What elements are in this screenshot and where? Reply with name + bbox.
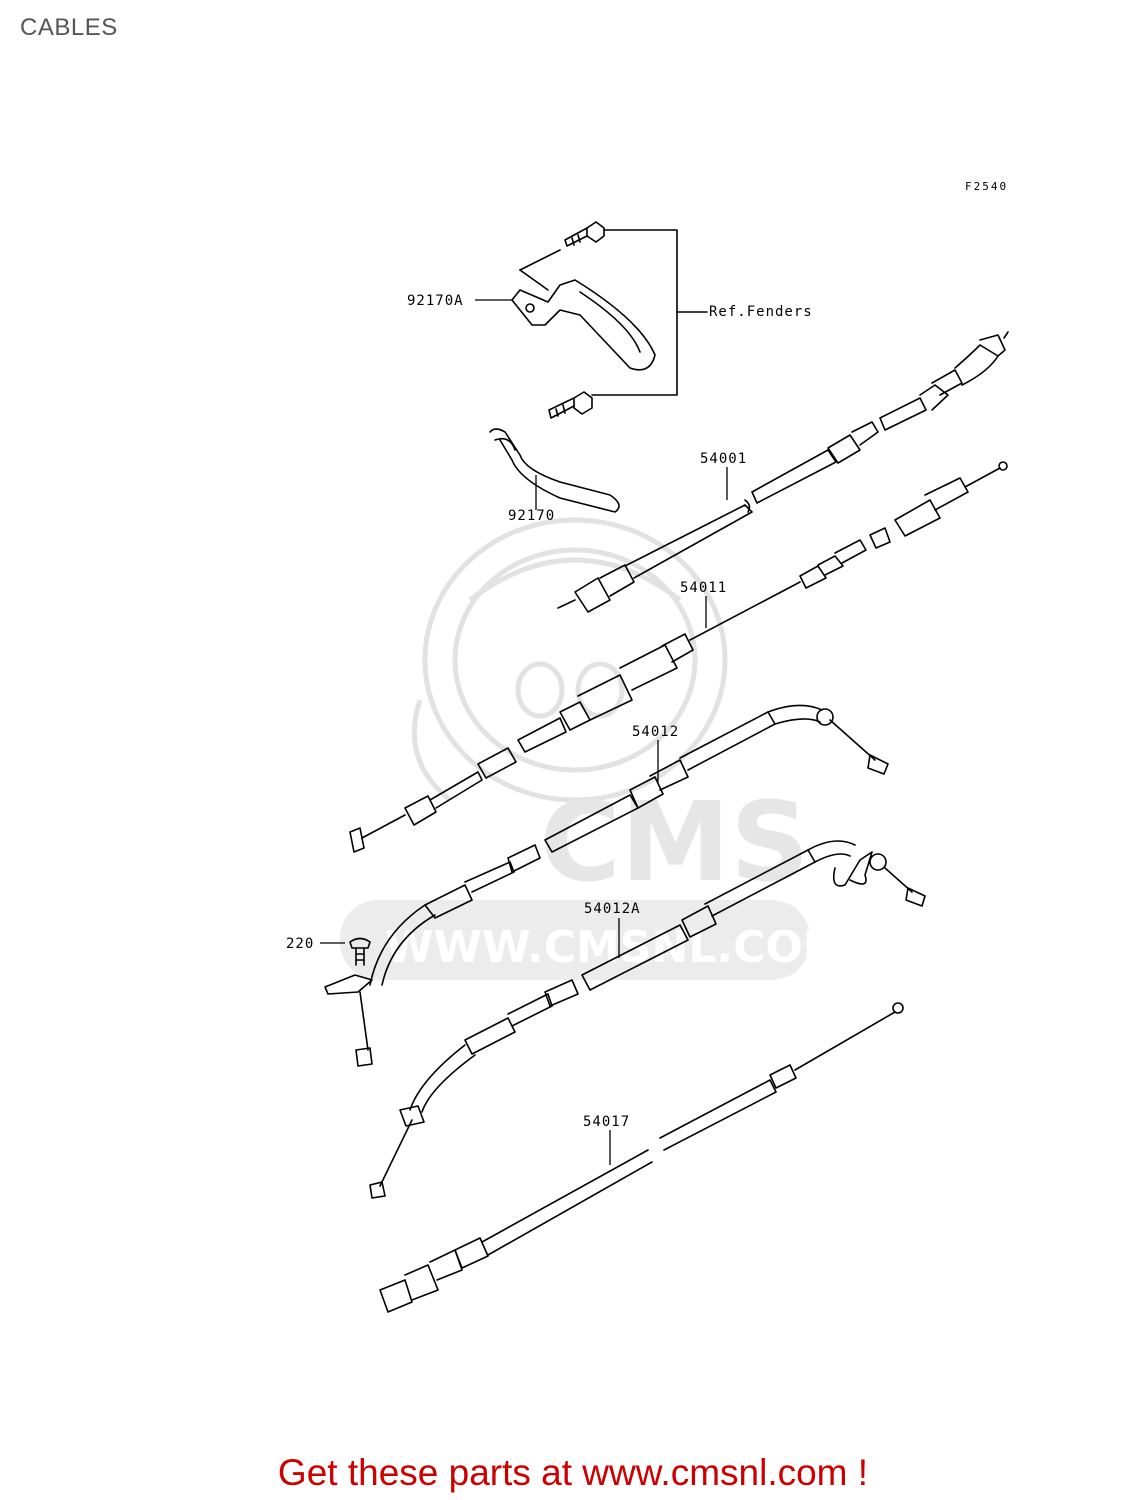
- clamp-92170a: [511, 249, 656, 371]
- callout-92170a: 92170A: [407, 293, 464, 309]
- cable-54001: [557, 331, 1009, 613]
- callout-ref-fenders: Ref.Fenders: [709, 304, 813, 320]
- cable-54012: [324, 704, 889, 1067]
- bolt-upper: [564, 221, 605, 247]
- ref-fenders-bracket: [591, 229, 708, 396]
- callout-54001: 54001: [700, 451, 747, 467]
- screw-220: [349, 937, 371, 966]
- callout-220: 220: [286, 936, 314, 952]
- cable-54012a: [369, 840, 926, 1199]
- watermark-brand: CMS: [540, 778, 809, 906]
- cable-54011: [349, 461, 1008, 853]
- callout-54011: 54011: [680, 580, 727, 596]
- footer-cta[interactable]: Get these parts at www.cmsnl.com !: [0, 1452, 1146, 1494]
- footer-link[interactable]: Get these parts at www.cmsnl.com !: [277, 1452, 869, 1493]
- callout-92170: 92170: [508, 508, 555, 524]
- figure-code: F2540: [965, 180, 1008, 193]
- callout-54017: 54017: [583, 1114, 630, 1130]
- cable-54017: [379, 1002, 904, 1313]
- watermark: CMS WWW.CMSNL.COM: [340, 517, 847, 980]
- callout-54012: 54012: [632, 724, 679, 740]
- watermark-url: WWW.CMSNL.COM: [385, 922, 847, 973]
- callout-54012a: 54012A: [584, 901, 641, 917]
- bolt-lower: [548, 391, 593, 419]
- page-title: CABLES: [20, 14, 118, 41]
- clamp-92170: [489, 428, 620, 513]
